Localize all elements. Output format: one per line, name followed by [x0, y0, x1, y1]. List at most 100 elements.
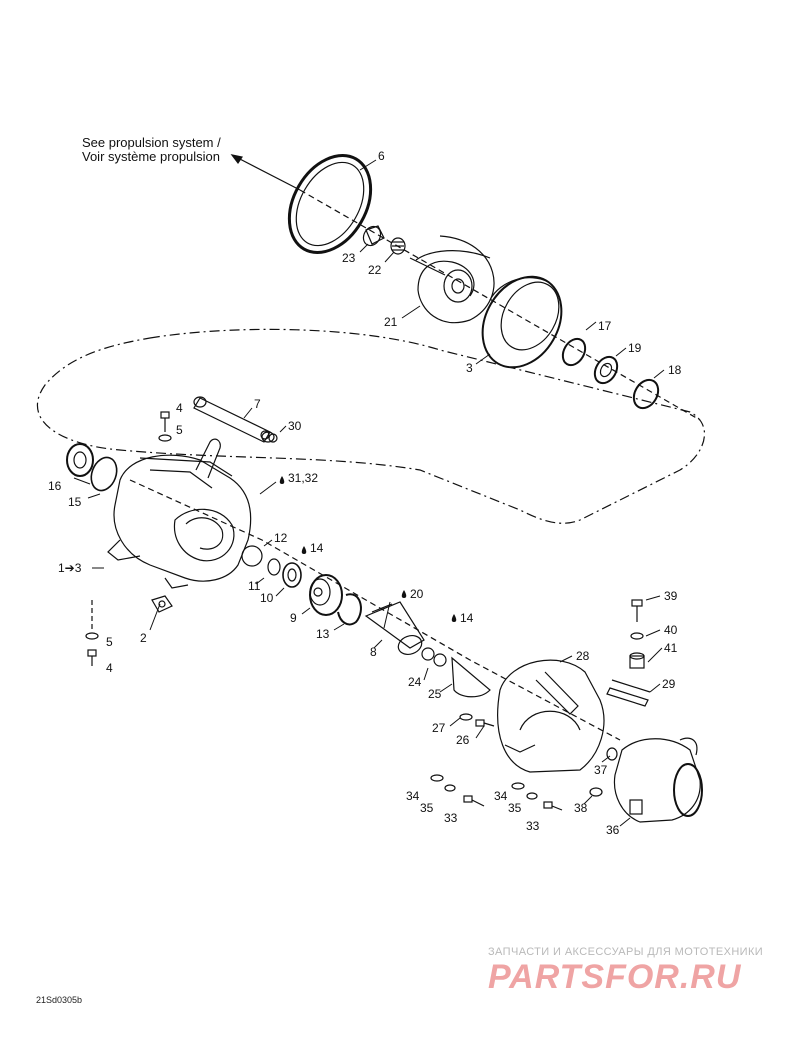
- callout-labels: 6 23 22 21 3 17 19 18 7 4 5 30 16 15 31,…: [48, 149, 682, 837]
- oil-drop-icon-20: [401, 590, 407, 598]
- callout-12: 12: [274, 531, 288, 545]
- callout-23: 23: [342, 251, 356, 265]
- part-11-ring: [267, 558, 281, 576]
- callout-24: 24: [408, 675, 422, 689]
- part-5-washer-bottom: [85, 632, 99, 640]
- oil-drop-icon-14b: [451, 614, 457, 622]
- callout-22: 22: [368, 263, 382, 277]
- part-38-nut: [589, 787, 603, 797]
- part-2-nut: [151, 595, 173, 613]
- callout-29: 29: [662, 677, 676, 691]
- part-21-impeller: [409, 235, 495, 324]
- callout-10: 10: [260, 591, 274, 605]
- callout-leaders: [73, 159, 665, 827]
- reference-note-line-2: Voir système propulsion: [82, 149, 221, 164]
- oil-drop-icon-31: [279, 476, 285, 484]
- callout-4-top: 4: [176, 401, 183, 415]
- callout-30: 30: [288, 419, 302, 433]
- part-19-seal: [593, 355, 619, 385]
- part-40-washer: [630, 632, 644, 640]
- part-1-housing: [107, 438, 252, 589]
- reference-note-line-1: See propulsion system /: [82, 135, 221, 150]
- part-18-ring: [632, 378, 660, 410]
- part-4-bolt-bottom: [87, 649, 97, 666]
- callout-38: 38: [574, 801, 588, 815]
- part-17-ring: [561, 337, 587, 367]
- part-6-wear-ring: [287, 154, 373, 254]
- callout-35-right: 35: [508, 801, 522, 815]
- callout-21: 21: [384, 315, 398, 329]
- part-41-spacer: [629, 652, 645, 669]
- part-5-washer-top: [158, 434, 172, 442]
- part-29-pins: [606, 679, 651, 707]
- part-37-plug: [606, 747, 618, 761]
- assembly-boundary: [36, 328, 706, 524]
- part-35-washer-right: [526, 792, 538, 800]
- callout-28: 28: [576, 649, 590, 663]
- callout-25: 25: [428, 687, 442, 701]
- callout-14-upper: 14: [310, 541, 324, 555]
- callout-33-right: 33: [526, 819, 540, 833]
- callout-1-to-3: 1➔3: [58, 561, 82, 575]
- figure-code: 21Sd0305b: [36, 995, 83, 1005]
- callout-11: 11: [248, 579, 261, 593]
- part-7-bar: [193, 396, 275, 443]
- part-3-ring: [481, 275, 563, 369]
- callout-27: 27: [432, 721, 446, 735]
- callout-14-lower: 14: [460, 611, 474, 625]
- part-26-bolt: [475, 719, 495, 727]
- watermark-logo: PARTSFOR.RU: [488, 958, 742, 996]
- lower-centerline: [129, 479, 621, 741]
- part-25-cone: [451, 656, 491, 698]
- part-34-washer-right: [511, 782, 525, 790]
- part-33-bolt-right: [543, 801, 563, 811]
- callout-4-bottom: 4: [106, 661, 113, 675]
- callout-35-left: 35: [420, 801, 434, 815]
- callout-9: 9: [290, 611, 297, 625]
- callout-8: 8: [370, 645, 377, 659]
- callout-19: 19: [628, 341, 642, 355]
- callout-36: 36: [606, 823, 620, 837]
- part-12-sleeve: [241, 545, 263, 567]
- callout-18: 18: [668, 363, 682, 377]
- callout-40: 40: [664, 623, 678, 637]
- callout-6: 6: [378, 149, 385, 163]
- callout-34-right: 34: [494, 789, 508, 803]
- callout-15: 15: [68, 495, 82, 509]
- callout-16: 16: [48, 479, 62, 493]
- callout-26: 26: [456, 733, 470, 747]
- watermark-tagline: ЗАПЧАСТИ И АКСЕССУАРЫ ДЛЯ МОТОТЕХНИКИ: [488, 946, 764, 958]
- part-15-o-ring: [90, 456, 118, 492]
- part-28-nozzle-housing: [497, 659, 605, 773]
- part-9-bearing: [309, 574, 343, 616]
- callout-17: 17: [598, 319, 612, 333]
- callout-41: 41: [664, 641, 678, 655]
- callout-7: 7: [254, 397, 261, 411]
- part-39-bolt: [631, 599, 643, 622]
- part-16-bearing: [66, 443, 94, 477]
- part-27-washer: [459, 713, 473, 721]
- callout-20: 20: [410, 587, 424, 601]
- callout-34-left: 34: [406, 789, 420, 803]
- part-4-bolt-top: [160, 411, 170, 432]
- callout-2: 2: [140, 631, 147, 645]
- upper-centerline: [299, 189, 701, 421]
- reference-arrowhead: [230, 154, 243, 165]
- callout-5-top: 5: [176, 423, 183, 437]
- callout-33-left: 33: [444, 811, 458, 825]
- part-33-bolt-left: [463, 795, 485, 807]
- part-30-o-rings: [260, 430, 278, 443]
- callout-37: 37: [594, 763, 608, 777]
- part-35-washer-left: [444, 784, 456, 792]
- callout-5-bottom: 5: [106, 635, 113, 649]
- part-22-insert: [390, 237, 406, 255]
- reference-arrow-line: [235, 156, 301, 191]
- part-34-washer-left: [430, 774, 444, 782]
- callout-39: 39: [664, 589, 678, 603]
- callout-3: 3: [466, 361, 473, 375]
- part-36-nozzle: [613, 737, 703, 823]
- callout-13: 13: [316, 627, 330, 641]
- part-10-seal: [282, 562, 302, 588]
